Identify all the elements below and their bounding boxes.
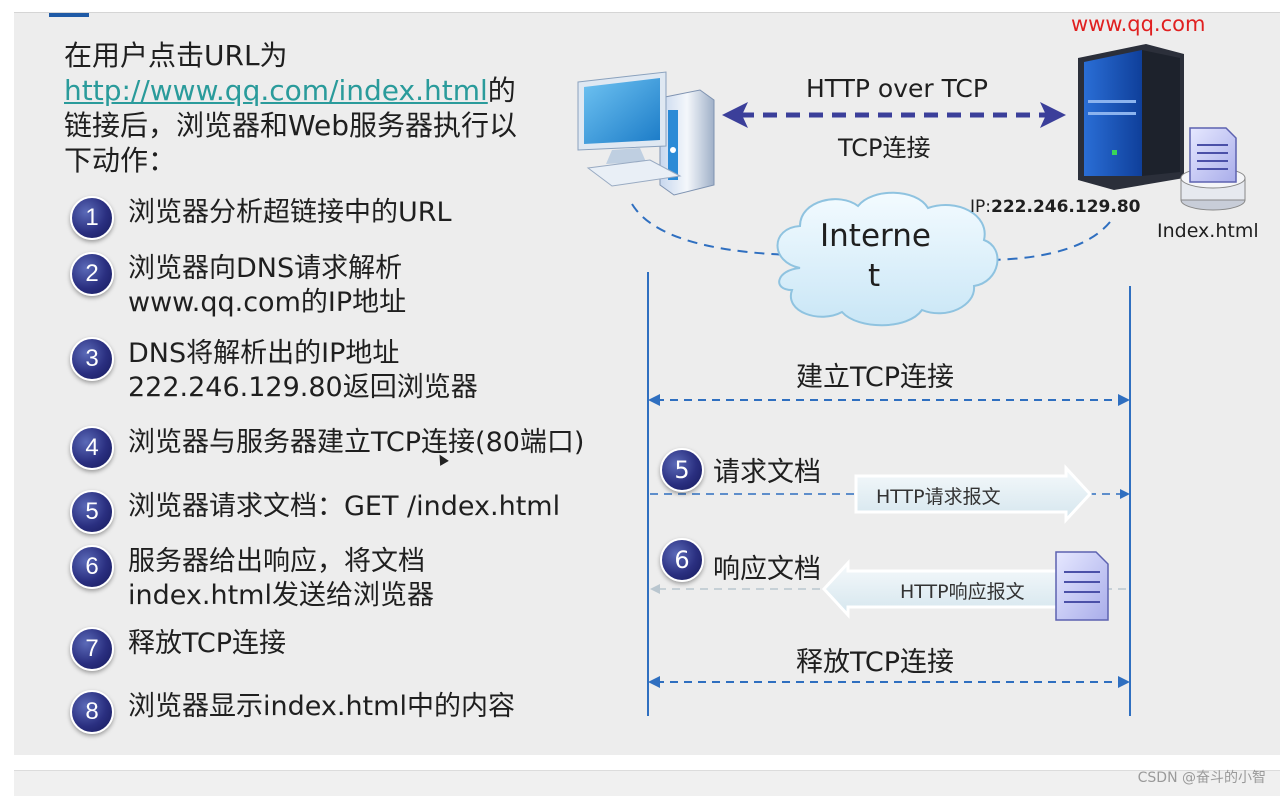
step-text-line: 浏览器与服务器建立TCP连接(80端口) (128, 427, 585, 458)
ip-value: 222.246.129.80 (991, 197, 1141, 217)
http-request-label: HTTP请求报文 (876, 486, 1001, 508)
step-badge: 2 (70, 252, 114, 296)
watermark: CSDN @奋斗的小智 (1137, 770, 1266, 786)
server-icon (1078, 44, 1184, 190)
release-tcp-arrow (648, 676, 1130, 688)
response-document-icon (1055, 551, 1109, 621)
step-text-line: index.html发送给浏览器 (128, 580, 434, 611)
client-computer-icon (577, 71, 715, 196)
step-badge: 3 (70, 337, 114, 381)
request-step-badge: 5 (660, 448, 704, 492)
step-text: 浏览器请求文档：GET /index.html (128, 490, 560, 524)
server-domain-label: www.qq.com (1071, 12, 1206, 36)
step-text-line: 服务器给出响应，将文档 (128, 546, 425, 577)
step-text: 浏览器与服务器建立TCP连接(80端口) (128, 426, 584, 460)
url-link[interactable]: http://www.qq.com/index.html (64, 74, 488, 107)
server-internet-link (989, 221, 1111, 261)
response-step-badge: 6 (660, 538, 704, 582)
title-accent-bar (49, 13, 89, 17)
intro-line-3: 链接后，浏览器和Web服务器执行以 (64, 109, 518, 142)
establish-tcp-arrow (648, 394, 1130, 406)
establish-tcp-label: 建立TCP连接 (796, 362, 955, 393)
intro-line-2-suffix: 的 (487, 74, 516, 107)
request-doc-label: 请求文档 (713, 457, 821, 488)
document-database-icon (1180, 127, 1246, 211)
step-badge: 7 (70, 627, 114, 671)
server-ip-label: IP:222.246.129.80 (970, 197, 1141, 217)
http-over-tcp-arrow (722, 102, 1066, 128)
step-badge: 4 (70, 426, 114, 470)
internet-label-line2: t (868, 258, 881, 294)
http-response-label: HTTP响应报文 (900, 581, 1025, 603)
http-over-tcp-label: HTTP over TCP (806, 74, 988, 103)
step-text: 浏览器分析超链接中的URL (128, 196, 452, 230)
step-text-line: 浏览器分析超链接中的URL (128, 197, 452, 228)
client-internet-link (631, 203, 791, 256)
ip-prefix: IP: (970, 197, 991, 217)
step-text-line: www.qq.com的IP地址 (128, 287, 407, 318)
step-text: 释放TCP连接 (128, 627, 286, 661)
internet-cloud-icon (776, 191, 999, 327)
tcp-connection-label: TCP连接 (838, 134, 931, 162)
intro-line-1: 在用户点击URL为 (64, 39, 288, 72)
release-tcp-label: 释放TCP连接 (796, 647, 955, 678)
step-text-line: 浏览器请求文档：GET /index.html (128, 491, 561, 522)
intro-line-4: 下动作： (64, 144, 177, 177)
response-doc-label: 响应文档 (713, 554, 821, 585)
intro-text: 在用户点击URL为 http://www.qq.com/index.html的 … (64, 38, 584, 178)
step-text-line: 222.246.129.80返回浏览器 (128, 372, 478, 403)
step-badge: 6 (70, 545, 114, 589)
intro-line-2: http://www.qq.com/index.html的 (64, 73, 584, 108)
step-badge: 1 (70, 196, 114, 240)
file-name-label: Index.html (1157, 220, 1259, 242)
step-text: 浏览器显示index.html中的内容 (128, 690, 515, 724)
internet-label-line1: Interne (820, 218, 931, 254)
step-text-line: 浏览器显示index.html中的内容 (128, 691, 515, 722)
http-request-box (854, 464, 1093, 524)
step-text-line: DNS将解析出的IP地址 (128, 338, 400, 369)
bottom-strip (14, 770, 1280, 796)
step-text-line: 浏览器向DNS请求解析 (128, 253, 403, 284)
step-badge: 8 (70, 690, 114, 734)
step-text-line: 释放TCP连接 (128, 628, 287, 659)
request-arrow (650, 489, 1130, 499)
step-badge: 5 (70, 490, 114, 534)
